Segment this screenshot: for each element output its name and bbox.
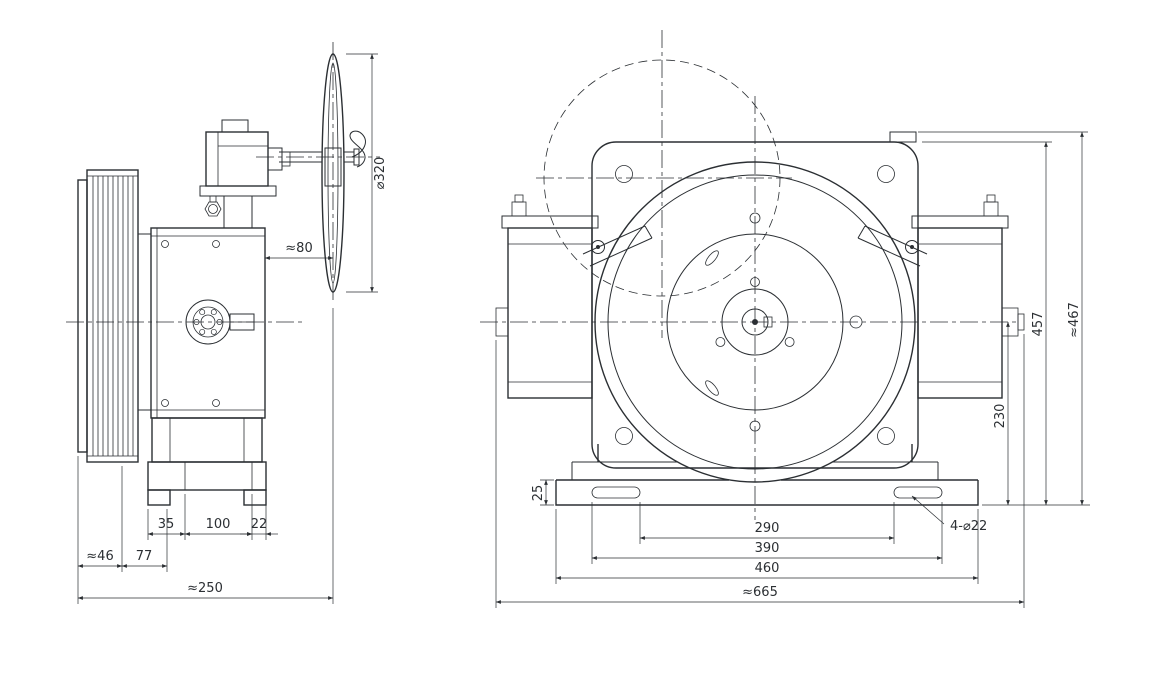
dim-foot-22: 22 bbox=[251, 517, 268, 532]
motor-face bbox=[594, 161, 916, 483]
dim-foot-35: 35 bbox=[158, 517, 175, 532]
front-view-dimensions: 290 390 460 ≈665 4-⌀22 230 457 ≈467 25 bbox=[495, 131, 1090, 608]
sheave-pitch-circle bbox=[543, 59, 781, 297]
side-base bbox=[147, 417, 267, 506]
left-bracket bbox=[495, 194, 599, 399]
dim-overall-665: ≈665 bbox=[742, 585, 778, 600]
dim-overall-250: ≈250 bbox=[187, 581, 223, 596]
traction-sheave bbox=[77, 169, 152, 463]
dim-height-457: 457 bbox=[1031, 312, 1046, 337]
front-base bbox=[555, 444, 979, 506]
dim-overall-height-467: ≈467 bbox=[1067, 302, 1082, 338]
machine-body bbox=[150, 227, 266, 419]
front-view-centerlines bbox=[480, 30, 1016, 520]
lifting-lug bbox=[889, 131, 917, 143]
rope-guard-arms bbox=[582, 225, 928, 267]
extension-lines bbox=[495, 131, 1090, 608]
dim-span-460: 460 bbox=[755, 561, 780, 576]
side-view-dimensions: ⌀320 ≈80 35 100 22 ≈46 77 ≈250 bbox=[77, 53, 388, 604]
dim-handwheel-diameter: ⌀320 bbox=[373, 157, 388, 190]
hex-fitting bbox=[204, 195, 222, 217]
dim-span-290: 290 bbox=[755, 521, 780, 536]
right-bracket bbox=[911, 194, 1025, 399]
dim-holes-callout: 4-⌀22 bbox=[950, 519, 987, 534]
dimension-lines bbox=[495, 131, 1084, 604]
dim-axis-height-230: 230 bbox=[993, 404, 1008, 429]
dim-sheave-77: 77 bbox=[136, 549, 153, 564]
shaft-hub bbox=[185, 299, 255, 345]
brake-box bbox=[199, 119, 291, 229]
dimension-lines bbox=[77, 53, 374, 600]
side-view: ⌀320 ≈80 35 100 22 ≈46 77 ≈250 bbox=[66, 42, 388, 604]
cotter-pin-icon bbox=[349, 130, 366, 168]
dim-foot-100: 100 bbox=[206, 517, 231, 532]
dim-span-390: 390 bbox=[755, 541, 780, 556]
holes-leader-line bbox=[911, 495, 945, 525]
handwheel bbox=[279, 53, 366, 293]
dim-sheave-46: ≈46 bbox=[86, 549, 113, 564]
dim-hub-to-handwheel: ≈80 bbox=[285, 241, 312, 256]
dim-foot-thickness-25: 25 bbox=[531, 485, 546, 502]
front-view: 290 390 460 ≈665 4-⌀22 230 457 ≈467 25 bbox=[480, 30, 1090, 608]
